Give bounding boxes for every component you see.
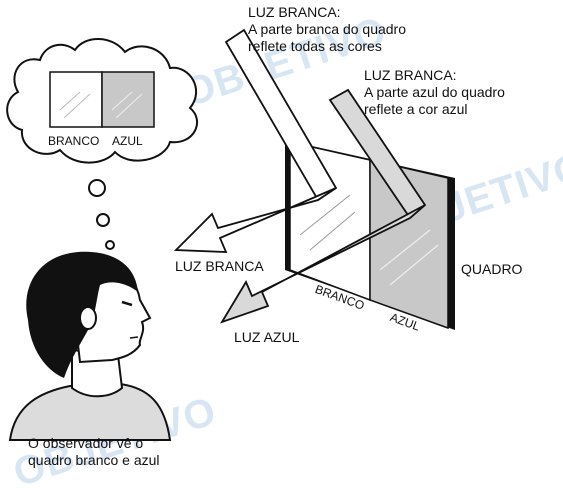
board-label: QUADRO bbox=[461, 261, 523, 277]
reflected-white-label: LUZ BRANCA bbox=[175, 258, 264, 274]
diagram-canvas bbox=[6, 28, 455, 441]
thought-dot-small bbox=[105, 240, 115, 250]
observer-ear bbox=[79, 306, 97, 330]
observer bbox=[8, 251, 172, 441]
thought-dot-medium bbox=[96, 213, 110, 227]
second-label-line2: reflete a cor azul bbox=[364, 101, 468, 117]
second-label-line1: A parte azul do quadro bbox=[364, 84, 505, 100]
thought-dot-large bbox=[88, 179, 106, 197]
observer-mouth bbox=[129, 336, 139, 339]
mini-board-blue bbox=[101, 71, 155, 128]
observer-caption-line1: O observador vê o bbox=[28, 435, 144, 451]
top-label-line2: reflete todas as cores bbox=[248, 38, 382, 54]
incident-ray-white bbox=[224, 28, 338, 202]
thought-caption-blue: AZUL bbox=[112, 134, 143, 148]
reflected-ray-white bbox=[173, 187, 337, 253]
mini-board-white bbox=[49, 71, 103, 128]
top-label: LUZ BRANCA: A parte branca do quadro ref… bbox=[248, 4, 406, 55]
second-label: LUZ BRANCA: A parte azul do quadro refle… bbox=[364, 67, 505, 118]
board-blue-part bbox=[369, 159, 449, 330]
reflected-blue-label: LUZ AZUL bbox=[234, 329, 300, 345]
second-label-title: LUZ BRANCA: bbox=[364, 67, 457, 83]
observer-caption: O observador vê o quadro branco e azul bbox=[28, 435, 160, 469]
reflected-ray-blue bbox=[219, 204, 426, 324]
thought-caption-white: BRANCO bbox=[48, 134, 100, 148]
observer-eye bbox=[121, 300, 133, 307]
observer-caption-line2: quadro branco e azul bbox=[28, 452, 160, 468]
top-label-line1: A parte branca do quadro bbox=[248, 21, 407, 37]
top-label-title: LUZ BRANCA: bbox=[248, 4, 341, 20]
thought-bubble bbox=[6, 38, 199, 250]
